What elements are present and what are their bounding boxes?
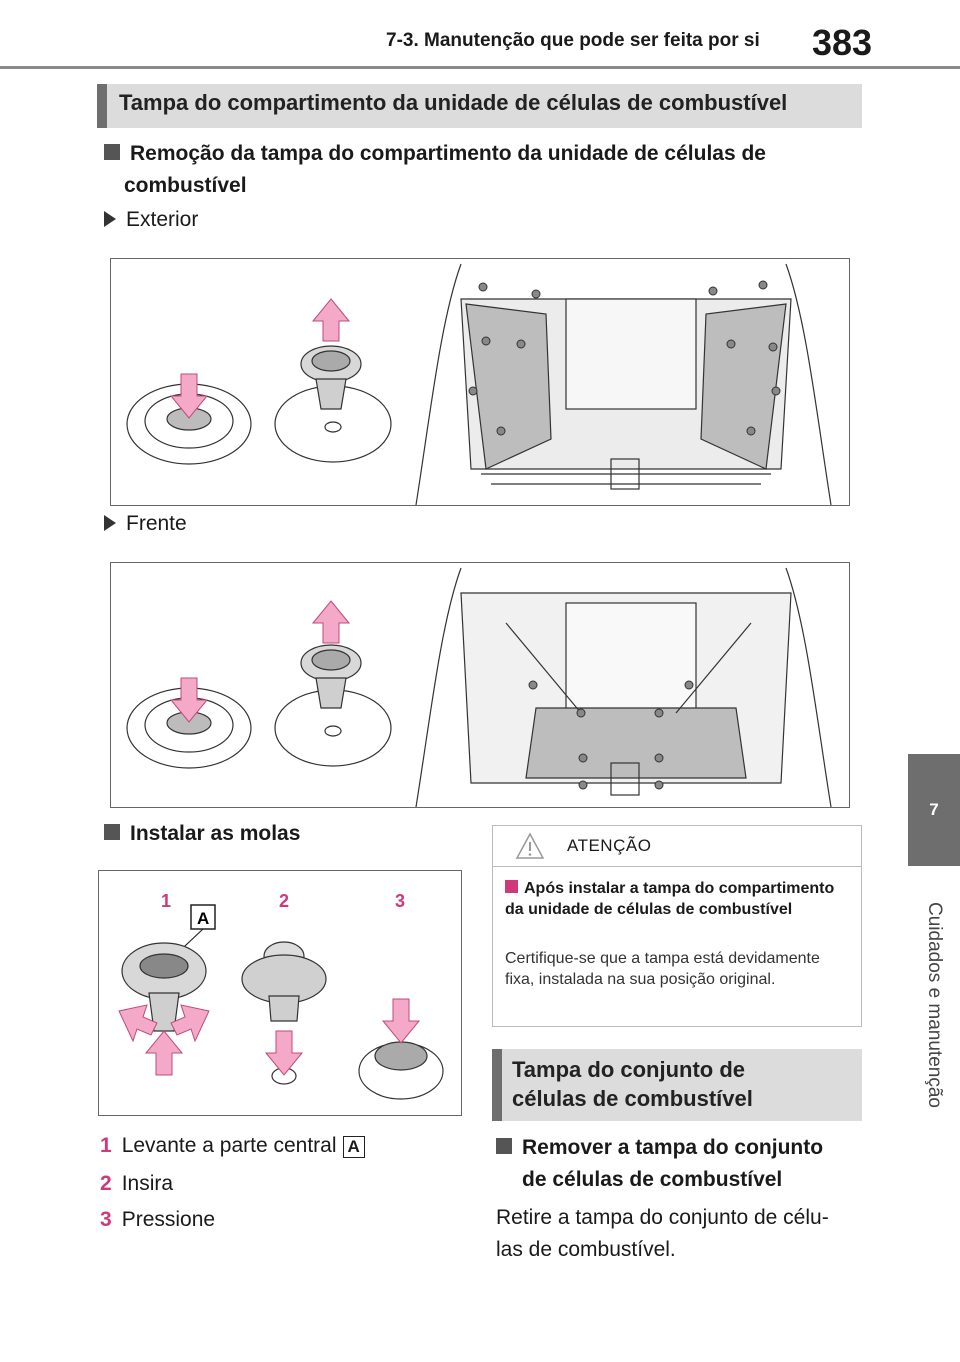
callout-a-text: A <box>197 909 209 928</box>
warning-title: ATENÇÃO <box>567 836 652 855</box>
warning-triangle-icon <box>515 832 545 859</box>
figure-label-1: 1 <box>161 891 171 911</box>
callout-a-inline: A <box>342 1136 365 1158</box>
exterior-label: Exterior <box>104 208 198 232</box>
front-label: Frente <box>104 512 187 536</box>
install-clips-illustration: 1 2 3 A <box>118 891 444 1100</box>
warning-subheading: Após instalar a tampa do compartimento d… <box>505 880 835 918</box>
figure-label-3: 3 <box>395 891 405 911</box>
remove-cover-body: Retire a tampa do conjunto de célu-las d… <box>496 1206 829 1261</box>
chapter-tab: 7 <box>908 754 960 866</box>
pink-square-bullet-icon <box>505 880 518 893</box>
exterior-figure <box>110 258 850 506</box>
square-bullet-icon <box>104 824 120 841</box>
figure-label-2: 2 <box>279 891 289 911</box>
warning-body: Certifique-se que a tampa está devidamen… <box>505 950 820 988</box>
chapter-side-label: Cuidados e manutenção <box>924 901 945 1108</box>
square-bullet-icon <box>496 1138 512 1155</box>
page-number: 383 <box>812 22 873 63</box>
removal-heading: Remoção da tampa do compartimento da uni… <box>104 138 844 202</box>
triangle-bullet-icon <box>104 211 116 228</box>
section-title-compartment-cover: Tampa do compartimento da unidade de cél… <box>97 84 862 128</box>
callout-box-a <box>190 904 216 930</box>
exterior-clip-illustration <box>126 263 832 506</box>
front-clip-illustration <box>126 567 832 808</box>
warning-box: ATENÇÃO Após instalar a tampa do compart… <box>492 825 862 1027</box>
header-rule <box>0 66 960 69</box>
install-heading: Instalar as molas <box>104 818 300 850</box>
square-bullet-icon <box>104 144 120 161</box>
install-figure: 1 2 3 A <box>98 870 462 1116</box>
triangle-bullet-icon <box>104 515 116 532</box>
front-figure <box>110 562 850 808</box>
remove-cover-heading: Remover a tampa do conjunto de células d… <box>496 1132 866 1196</box>
chapter-heading: 7-3. Manutenção que pode ser feita por s… <box>386 30 760 51</box>
